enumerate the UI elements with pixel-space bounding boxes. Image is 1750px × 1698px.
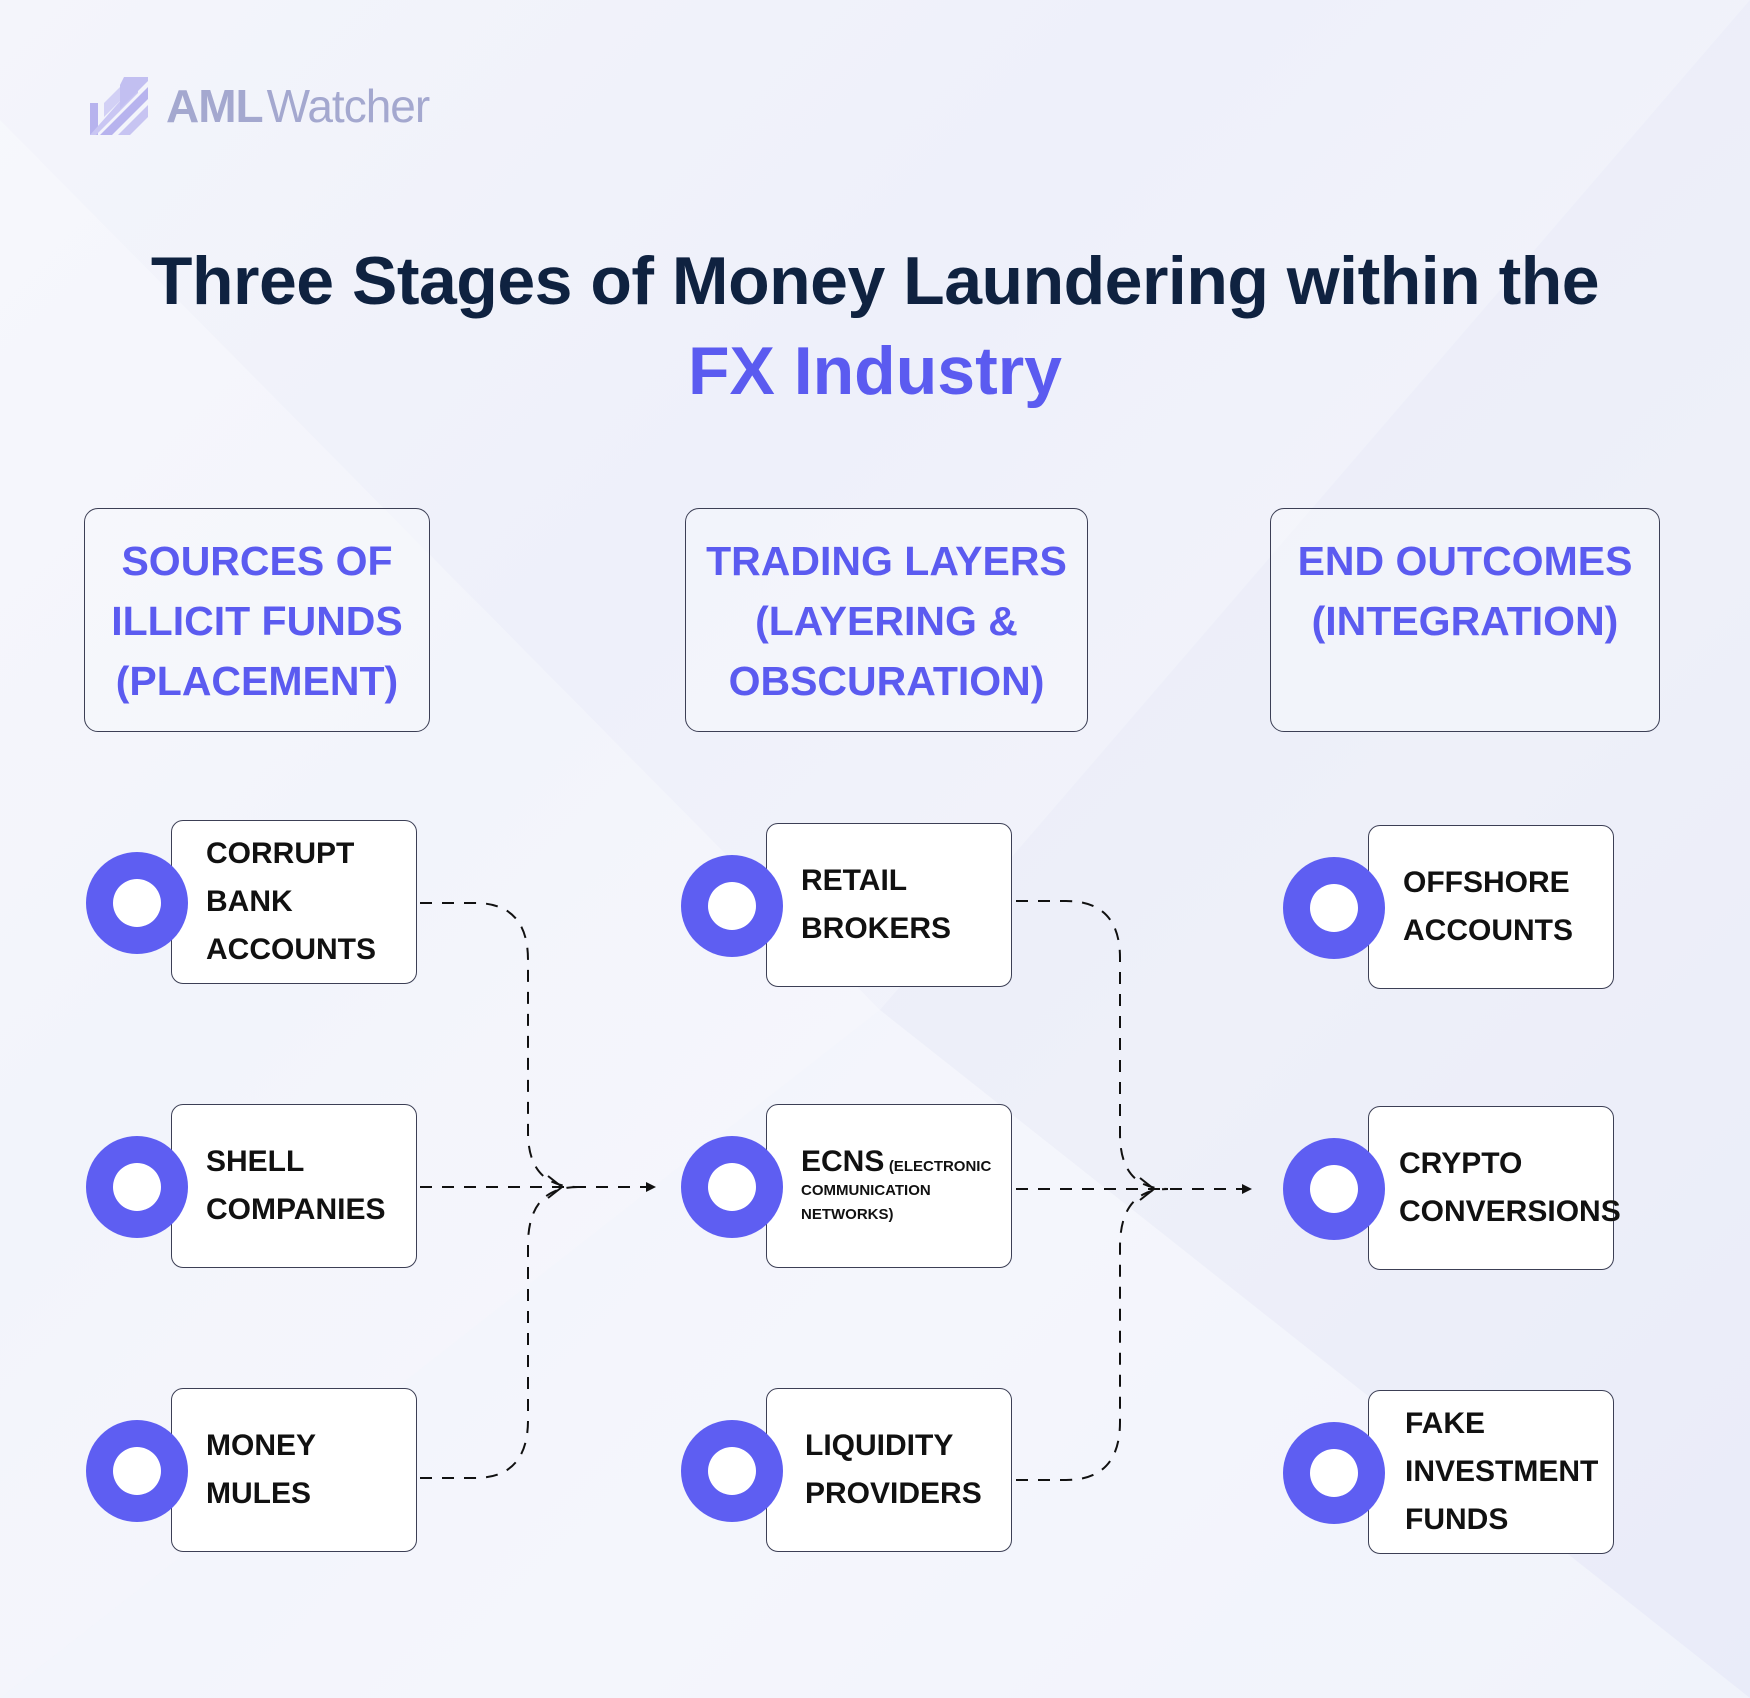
logo-stripes-icon (90, 77, 148, 135)
page-title: Three Stages of Money Laundering within … (0, 236, 1750, 416)
node-label: FAKE INVESTMENT FUNDS (1405, 1407, 1599, 1536)
node-fake-investment-funds: FAKE INVESTMENT FUNDS (1368, 1390, 1614, 1554)
node-ring-icon (681, 1420, 783, 1522)
node-money-mules: MONEY MULES (171, 1388, 417, 1552)
aml-watcher-logo: AMLWatcher (90, 76, 431, 136)
logo-text-light: Watcher (266, 80, 431, 132)
node-label: CORRUPT BANK ACCOUNTS (206, 837, 376, 966)
stage-header-integration: END OUTCOMES (INTEGRATION) (1270, 508, 1660, 732)
node-ring-icon (86, 1136, 188, 1238)
connector-liquidity-providers (1016, 1188, 1169, 1481)
node-corrupt-bank-accounts: CORRUPT BANK ACCOUNTS (171, 820, 417, 984)
node-label: MONEY MULES (206, 1429, 317, 1510)
connector-corrupt-bank (420, 902, 579, 1188)
node-shell-companies: SHELL COMPANIES (171, 1104, 417, 1268)
stage-header-placement: SOURCES OF ILLICIT FUNDS (PLACEMENT) (84, 508, 430, 732)
node-ring-icon (1283, 1138, 1385, 1240)
merge-chevron-2 (1139, 1177, 1156, 1201)
title-line-2: FX Industry (687, 333, 1063, 409)
node-retail-brokers: RETAIL BROKERS (766, 823, 1012, 987)
logo-wordmark: AMLWatcher (166, 79, 431, 133)
node-ring-icon (681, 855, 783, 957)
node-ring-icon (86, 852, 188, 954)
node-label: OFFSHORE ACCOUNTS (1403, 866, 1573, 947)
node-ring-icon (681, 1136, 783, 1238)
node-label: SHELL COMPANIES (206, 1145, 386, 1226)
logo-text-strong: AML (166, 80, 264, 132)
title-line-1: Three Stages of Money Laundering within … (150, 243, 1600, 319)
stage-header-label: SOURCES OF ILLICIT FUNDS (PLACEMENT) (111, 538, 403, 704)
merge-chevron-1 (547, 1175, 564, 1199)
node-ecns-text: ECNS (ELECTRONIC COMMUNICATION NETWORKS) (801, 1145, 991, 1227)
stage-header-layering: TRADING LAYERS (LAYERING & OBSCURATION) (685, 508, 1088, 732)
node-label: CRYPTO CONVERSIONS (1399, 1147, 1621, 1228)
stage-header-label: END OUTCOMES (INTEGRATION) (1297, 538, 1633, 644)
node-ring-icon (1283, 1422, 1385, 1524)
stage-header-label: TRADING LAYERS (LAYERING & OBSCURATION) (706, 538, 1067, 704)
connector-retail-brokers (1016, 900, 1169, 1190)
node-offshore-accounts: OFFSHORE ACCOUNTS (1368, 825, 1614, 989)
node-sub-inline: (ELECTRONIC (888, 1158, 992, 1175)
node-ring-icon (1283, 857, 1385, 959)
node-sub-label: COMMUNICATION NETWORKS) (801, 1182, 931, 1223)
node-liquidity-providers: LIQUIDITY PROVIDERS (766, 1388, 1012, 1552)
node-label: LIQUIDITY PROVIDERS (805, 1429, 982, 1510)
node-ring-icon (86, 1420, 188, 1522)
connector-money-mules (420, 1186, 579, 1479)
node-ecns: ECNS (ELECTRONIC COMMUNICATION NETWORKS) (766, 1104, 1012, 1268)
node-crypto-conversions: CRYPTO CONVERSIONS (1368, 1106, 1621, 1270)
node-label: RETAIL BROKERS (801, 864, 952, 945)
node-label: ECNS (801, 1145, 885, 1178)
